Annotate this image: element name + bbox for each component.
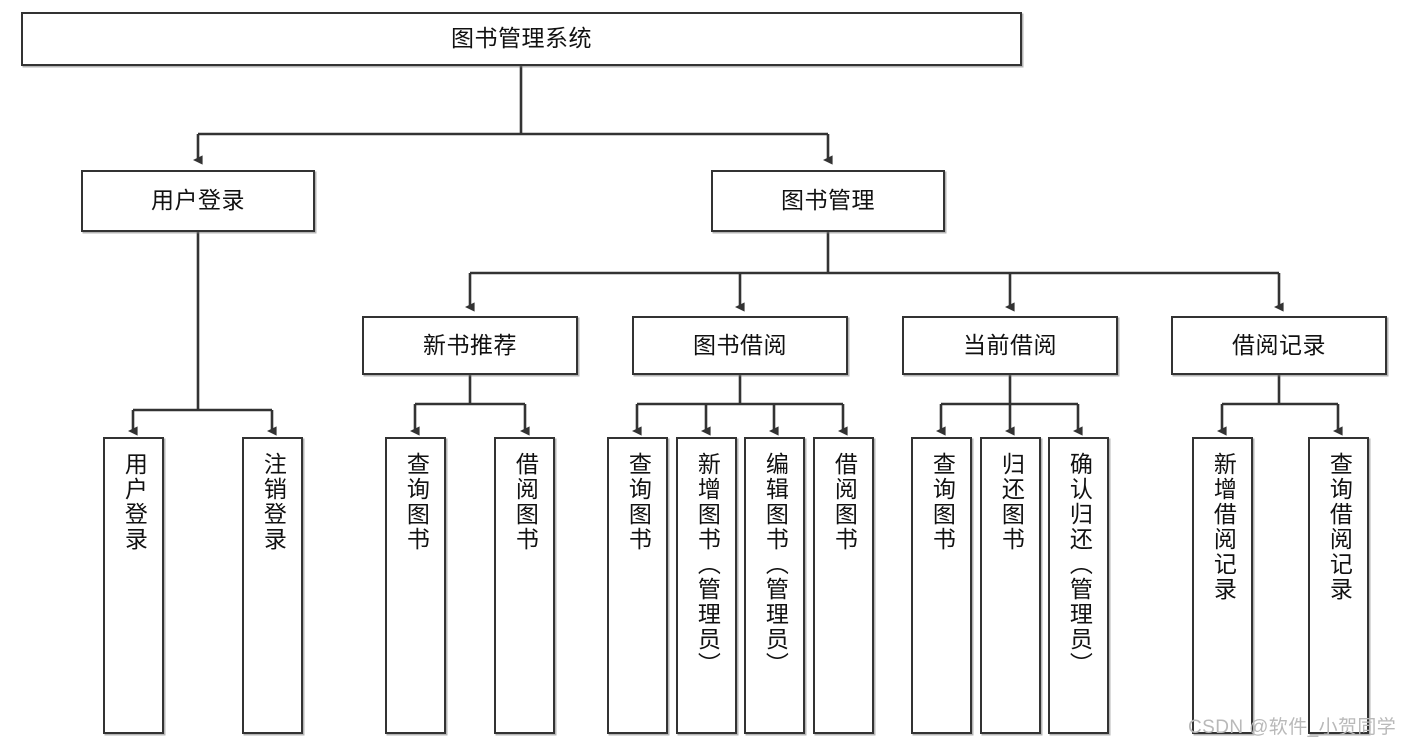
leaf-edit-book-admin-label: 编辑图书（管理员）: [762, 452, 789, 677]
leaf-return-book[interactable]: 归还图书: [980, 437, 1041, 734]
leaf-add-borrow-record-label: 新增借阅记录: [1210, 452, 1237, 602]
leaf-user-login-label: 用户登录: [121, 452, 148, 552]
leaf-edit-book-admin[interactable]: 编辑图书（管理员）: [744, 437, 805, 734]
node-root[interactable]: 图书管理系统: [21, 12, 1022, 66]
leaf-add-borrow-record[interactable]: 新增借阅记录: [1192, 437, 1253, 734]
leaf-return-book-label: 归还图书: [998, 452, 1025, 552]
node-book-borrow[interactable]: 图书借阅: [632, 316, 848, 375]
node-current-borrow-label: 当前借阅: [963, 331, 1057, 358]
leaf-confirm-return-admin[interactable]: 确认归还（管理员）: [1048, 437, 1109, 734]
node-new-book-recommend-label: 新书推荐: [423, 331, 517, 358]
node-borrow-record[interactable]: 借阅记录: [1171, 316, 1387, 375]
node-book-manage[interactable]: 图书管理: [711, 170, 945, 232]
node-user-login[interactable]: 用户登录: [81, 170, 315, 232]
node-borrow-record-label: 借阅记录: [1232, 331, 1326, 358]
node-book-manage-label: 图书管理: [781, 187, 875, 214]
leaf-user-login[interactable]: 用户登录: [103, 437, 164, 734]
leaf-query-book-2-label: 查询图书: [625, 452, 652, 552]
node-user-login-label: 用户登录: [151, 187, 245, 214]
leaf-query-borrow-record-label: 查询借阅记录: [1326, 452, 1353, 602]
leaf-borrow-book-1-label: 借阅图书: [512, 452, 539, 552]
leaf-add-book-admin-label: 新增图书（管理员）: [694, 452, 721, 677]
csdn-watermark: CSDN @软件_小贺同学: [1188, 717, 1397, 738]
leaf-add-book-admin[interactable]: 新增图书（管理员）: [676, 437, 737, 734]
leaf-borrow-book-2[interactable]: 借阅图书: [813, 437, 874, 734]
leaf-query-borrow-record[interactable]: 查询借阅记录: [1308, 437, 1369, 734]
leaf-query-book-1-label: 查询图书: [403, 452, 430, 552]
leaf-query-book-3[interactable]: 查询图书: [911, 437, 972, 734]
leaf-confirm-return-admin-label: 确认归还（管理员）: [1066, 452, 1093, 677]
node-root-label: 图书管理系统: [451, 25, 592, 52]
node-current-borrow[interactable]: 当前借阅: [902, 316, 1118, 375]
node-new-book-recommend[interactable]: 新书推荐: [362, 316, 578, 375]
node-book-borrow-label: 图书借阅: [693, 331, 787, 358]
leaf-logout-login[interactable]: 注销登录: [242, 437, 303, 734]
leaf-query-book-1[interactable]: 查询图书: [385, 437, 446, 734]
leaf-logout-login-label: 注销登录: [260, 452, 287, 552]
leaf-query-book-3-label: 查询图书: [929, 452, 956, 552]
leaf-borrow-book-1[interactable]: 借阅图书: [494, 437, 555, 734]
leaf-borrow-book-2-label: 借阅图书: [831, 452, 858, 552]
leaf-query-book-2[interactable]: 查询图书: [607, 437, 668, 734]
